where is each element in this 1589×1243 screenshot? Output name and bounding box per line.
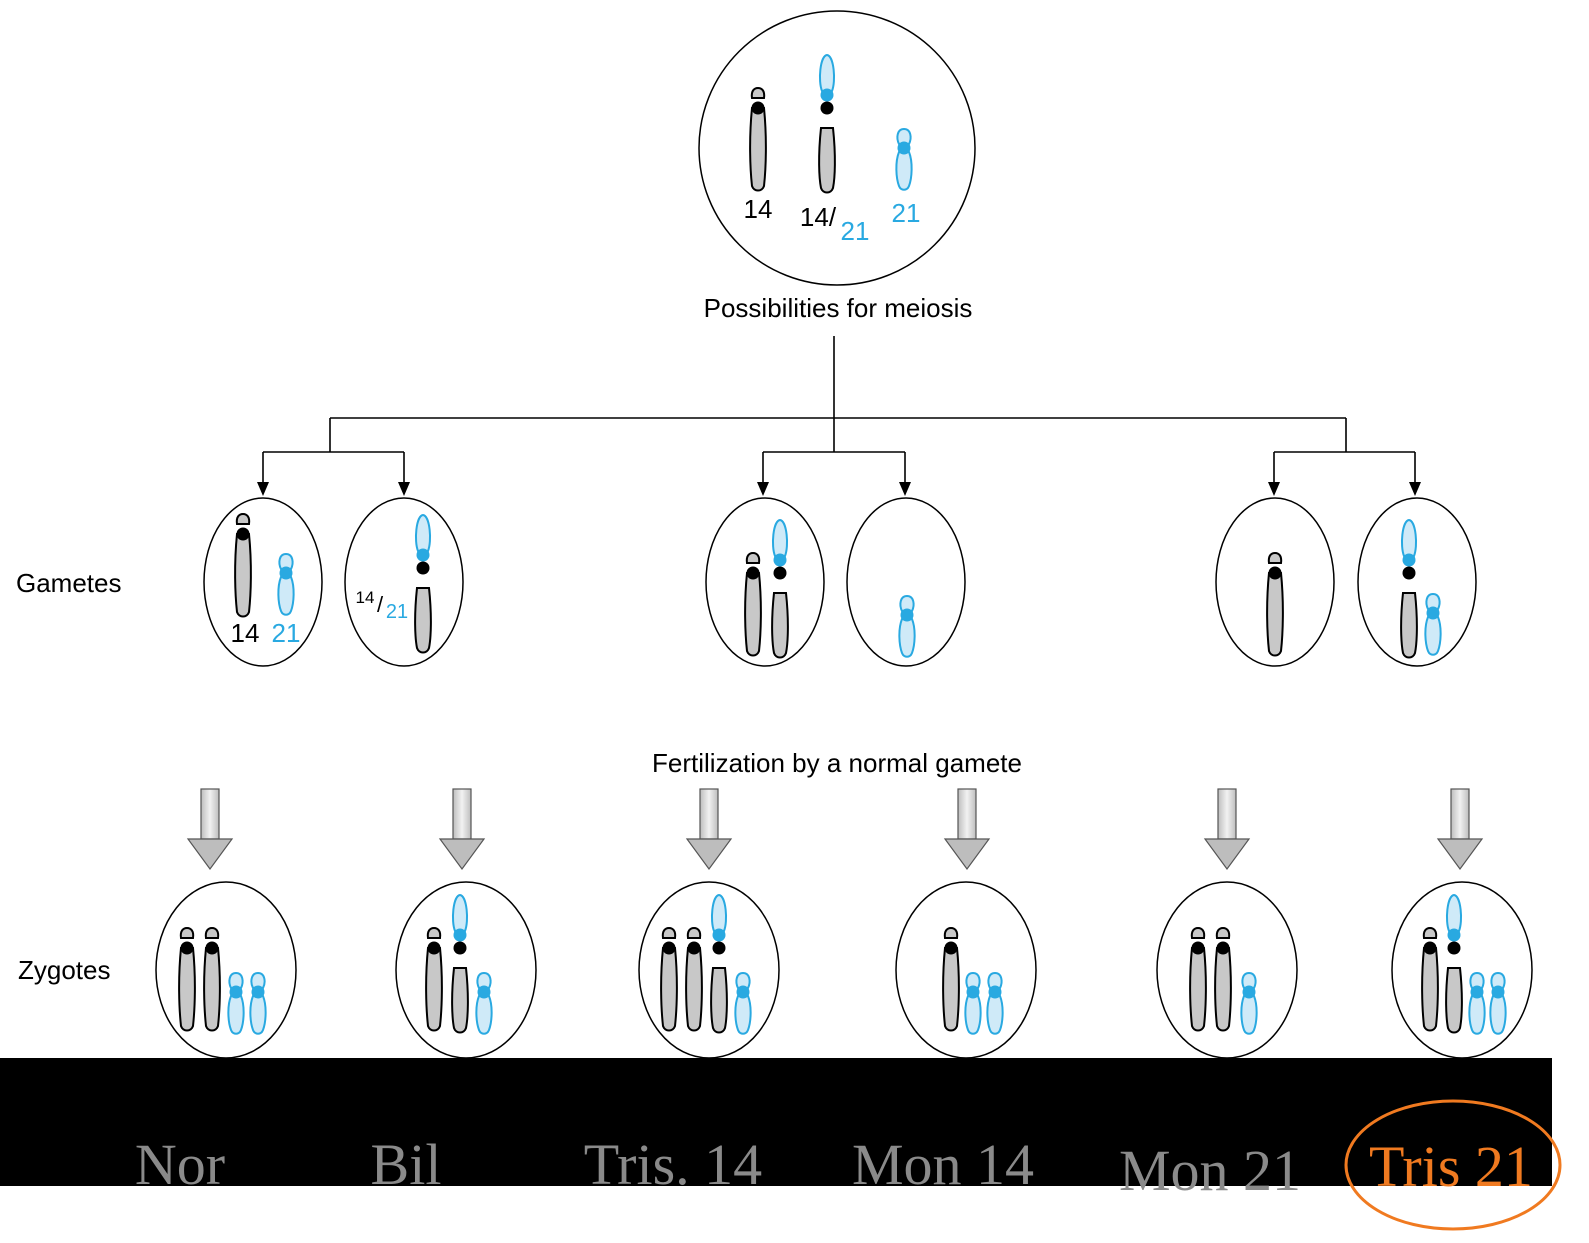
gamete-4 <box>846 497 966 667</box>
outcome-label-normal: Nor <box>135 1132 225 1197</box>
chromosome-21-icon <box>1489 972 1507 1035</box>
gamete-label-21: 21 <box>272 618 301 648</box>
chromosome-21-icon <box>964 972 982 1035</box>
gamete-label-slash: / <box>377 592 384 617</box>
translocation-14-21-icon <box>1400 519 1418 659</box>
fertilization-caption: Fertilization by a normal gamete <box>652 748 1022 778</box>
chromosome-21-icon <box>734 972 752 1035</box>
gamete-2: 14 / 21 <box>344 497 464 667</box>
gamete-label-21-small: 21 <box>386 601 408 623</box>
chromosome-21-icon <box>898 595 916 658</box>
gamete-label-14: 14 <box>231 618 260 648</box>
chromosome-21-icon <box>1240 972 1258 1035</box>
label-14-slash: 14/ <box>800 202 837 232</box>
translocation-14-21-icon <box>710 894 728 1034</box>
label-band <box>0 1058 1552 1186</box>
chromosome-14-icon <box>1266 552 1284 657</box>
chromosome-21-icon <box>986 972 1004 1035</box>
down-arrow-icon <box>439 788 485 870</box>
parent-cell: 14 14/ 21 21 <box>698 10 976 286</box>
down-arrow-icon <box>1437 788 1483 870</box>
chromosome-14-icon <box>942 927 960 1032</box>
down-arrow-icon <box>944 788 990 870</box>
zygote-4 <box>895 881 1037 1059</box>
chromosome-21-icon <box>249 972 267 1035</box>
gametes-label: Gametes <box>16 568 122 598</box>
outcome-label-monosomy-14: Mon 14 <box>852 1132 1034 1197</box>
gamete-label-14-small: 14 <box>356 588 375 607</box>
chromosome-14-icon <box>425 927 443 1032</box>
chromosome-14-icon <box>744 552 762 657</box>
translocation-14-21-icon <box>414 514 432 654</box>
down-arrow-icon <box>187 788 233 870</box>
zygote-3 <box>638 881 780 1059</box>
chromosome-14-icon <box>1421 927 1439 1032</box>
branch-arrowheads <box>257 482 1421 496</box>
label-21: 21 <box>892 198 921 228</box>
chromosome-21-icon <box>227 972 245 1035</box>
chromosome-14-icon <box>203 927 221 1032</box>
gamete-5 <box>1215 497 1335 667</box>
outcome-label-trisomy-14: Tris. 14 <box>584 1132 762 1197</box>
zygote-2 <box>395 881 537 1059</box>
outcome-label-balanced: Bil <box>371 1132 442 1197</box>
translocation-14-21-icon <box>1445 894 1463 1034</box>
chromosome-14-icon <box>1189 927 1207 1032</box>
zygotes-label: Zygotes <box>18 955 111 985</box>
chromosome-21-icon <box>277 553 295 616</box>
chromosome-14-icon <box>660 927 678 1032</box>
chromosome-14-icon <box>749 87 767 192</box>
zygote-6 <box>1391 881 1533 1059</box>
gamete-1: 14 21 <box>203 497 323 667</box>
translocation-14-21-icon <box>818 54 836 194</box>
chromosome-21-icon <box>1424 593 1442 656</box>
translocation-14-21-icon <box>771 519 789 659</box>
down-arrow-icon <box>1204 788 1250 870</box>
chromosome-21-icon <box>1468 972 1486 1035</box>
label-14: 14 <box>744 194 773 224</box>
chromosome-14-icon <box>178 927 196 1032</box>
chromosome-21-icon <box>895 128 913 191</box>
gamete-3 <box>705 497 825 667</box>
translocation-14-21-icon <box>451 894 469 1034</box>
highlight-circle <box>1344 1099 1562 1231</box>
label-21-part: 21 <box>841 216 870 246</box>
gamete-6 <box>1357 497 1477 667</box>
zygote-1 <box>155 881 297 1059</box>
outcome-label-monosomy-21: Mon 21 <box>1119 1138 1301 1203</box>
down-arrow-icon <box>686 788 732 870</box>
chromosome-14-icon <box>685 927 703 1032</box>
outcome-label-trisomy-21: Tris 21 <box>1369 1134 1533 1199</box>
chromosome-21-icon <box>475 972 493 1035</box>
meiosis-caption: Possibilities for meiosis <box>704 293 973 323</box>
chromosome-14-icon <box>234 513 252 618</box>
chromosome-14-icon <box>1214 927 1232 1032</box>
zygote-5 <box>1156 881 1298 1059</box>
branch-lines <box>262 336 1416 486</box>
